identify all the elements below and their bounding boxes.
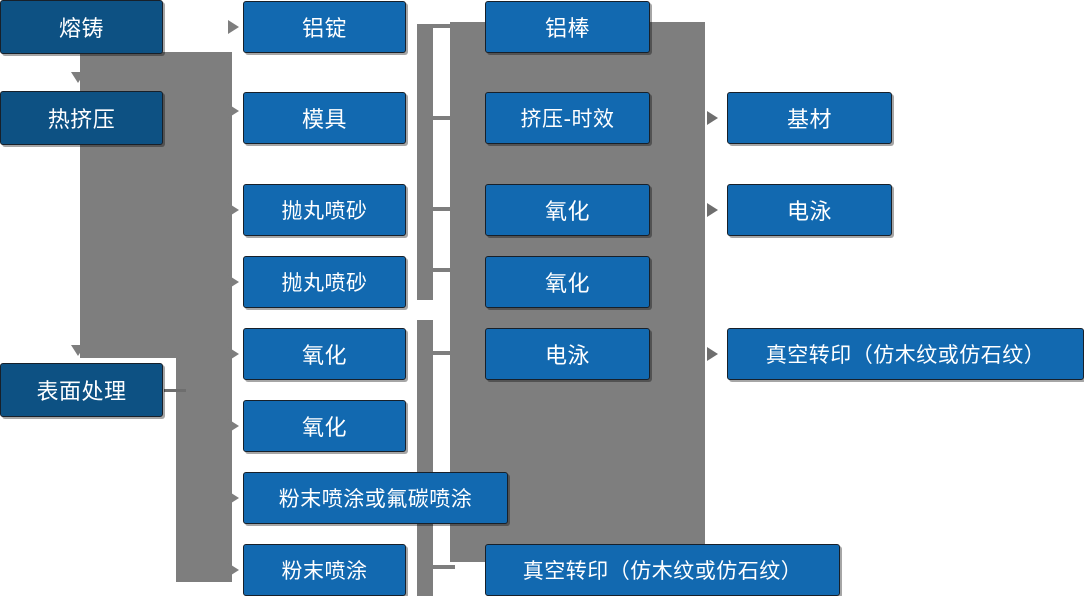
connector-tick-5: [433, 351, 455, 355]
output-electrophoresis[interactable]: 电泳: [727, 184, 892, 236]
connector-stage-band-lower: [176, 358, 232, 582]
arrow-to-mould: [228, 104, 239, 118]
arrow-to-aluminium-ingot: [228, 20, 239, 34]
connector-tick-3: [433, 207, 455, 211]
connector-tick-6: [433, 565, 455, 569]
arrow-down-to-surface-treatment: [71, 345, 85, 356]
process-extrusion-aging[interactable]: 挤压-时效: [485, 92, 650, 144]
connector-tick-1: [433, 24, 455, 28]
arrow-to-powder-or-fluorocarbon: [228, 491, 239, 505]
connector-stub-surface-treatment: [164, 389, 186, 392]
process-electrophoresis[interactable]: 电泳: [485, 328, 650, 380]
connector-tick-4: [433, 268, 455, 272]
connector-rail-lower: [417, 320, 433, 596]
arrow-to-oxidation-1: [228, 347, 239, 361]
process-oxidation-2[interactable]: 氧化: [485, 256, 650, 308]
arrow-to-base-material: [707, 111, 718, 125]
process-vacuum-transfer[interactable]: 真空转印（仿木纹或仿石纹）: [485, 544, 840, 596]
connector-tick-2: [433, 116, 455, 120]
input-shot-blasting-1[interactable]: 抛丸喷砂: [243, 184, 406, 236]
output-vacuum-transfer[interactable]: 真空转印（仿木纹或仿石纹）: [727, 328, 1084, 380]
input-powder-coating[interactable]: 粉末喷涂: [243, 544, 406, 596]
input-shot-blasting-2[interactable]: 抛丸喷砂: [243, 256, 406, 308]
input-powder-or-fluorocarbon[interactable]: 粉末喷涂或氟碳喷涂: [243, 472, 508, 524]
stage-hot-extrusion[interactable]: 热挤压: [0, 91, 163, 145]
input-oxidation-1[interactable]: 氧化: [243, 328, 406, 380]
input-mould[interactable]: 模具: [243, 92, 406, 144]
arrow-to-oxidation-2: [228, 419, 239, 433]
arrow-to-electrophoresis: [707, 203, 718, 217]
output-base-material[interactable]: 基材: [727, 92, 892, 144]
stage-surface-treatment[interactable]: 表面处理: [0, 363, 163, 417]
input-aluminium-ingot[interactable]: 铝锭: [243, 1, 406, 53]
arrow-to-vacuum-transfer: [707, 347, 718, 361]
stage-melt-cast[interactable]: 熔铸: [0, 0, 163, 54]
process-oxidation-1[interactable]: 氧化: [485, 184, 650, 236]
input-oxidation-2[interactable]: 氧化: [243, 400, 406, 452]
arrow-to-shot-blasting-1: [228, 203, 239, 217]
process-aluminium-bar[interactable]: 铝棒: [485, 1, 650, 53]
connector-rail-upper: [417, 24, 433, 300]
arrow-to-shot-blasting-2: [228, 275, 239, 289]
arrow-down-to-hot-extrusion: [71, 72, 85, 83]
arrow-to-powder-coating: [228, 563, 239, 577]
